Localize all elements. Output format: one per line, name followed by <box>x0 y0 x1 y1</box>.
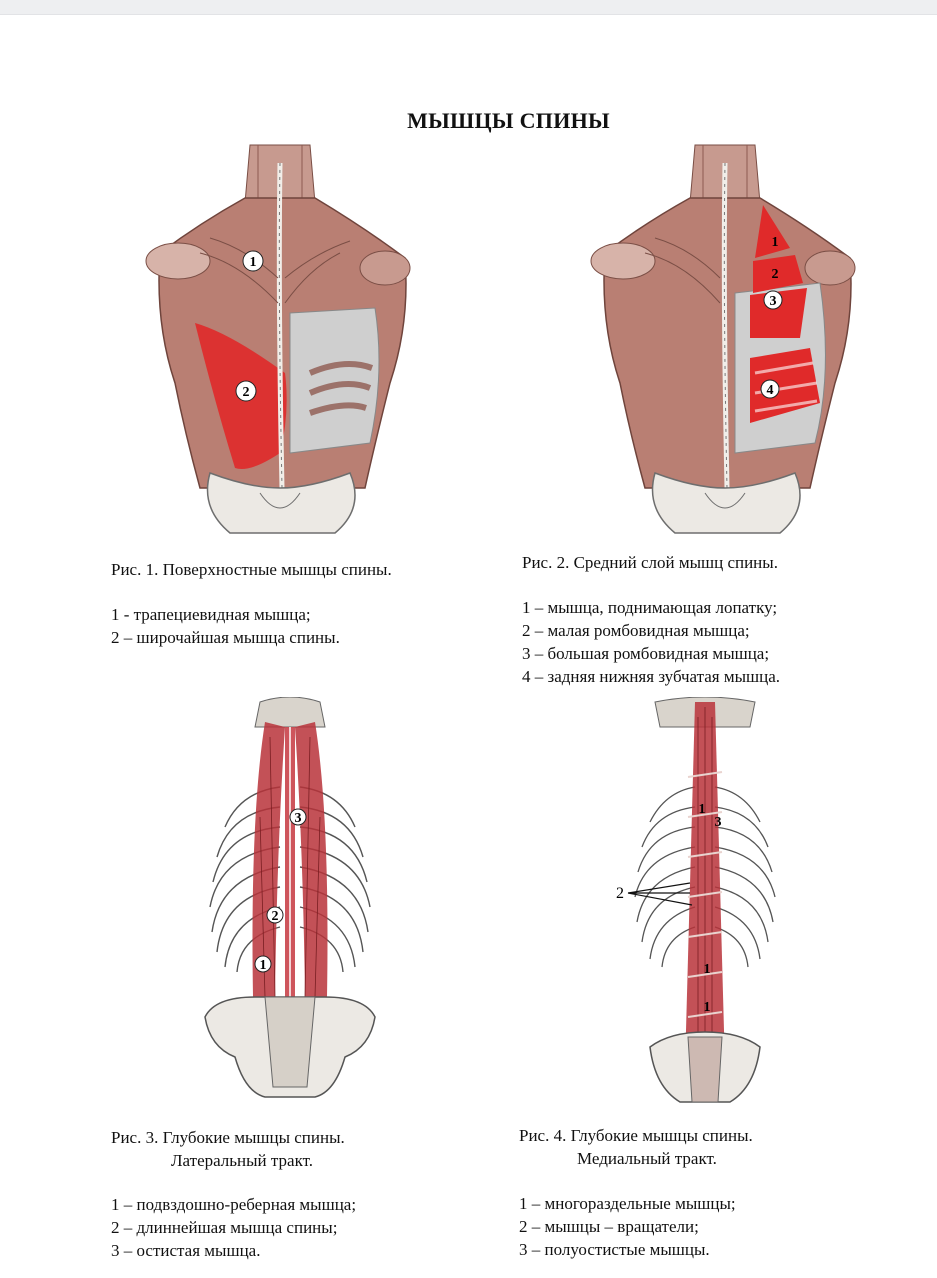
fig2-legend-item: 4 – задняя нижняя зубчатая мышца. <box>522 667 781 686</box>
fig3-legend-item: 2 – длиннейшая мышца спины; <box>111 1218 338 1237</box>
fig4-label-3: 3 <box>715 815 722 830</box>
figure-2-middle-layer-back-muscles: 1 2 3 4 <box>585 143 865 543</box>
fig4-caption: Рис. 4. Глубокие мышцы спины. Медиальный… <box>519 1124 753 1170</box>
fig1-caption: Рис. 1. Поверхностные мышцы спины. <box>111 560 392 579</box>
fig3-caption-line1: Рис. 3. Глубокие мышцы спины. <box>111 1128 345 1147</box>
fig4-caption-line1: Рис. 4. Глубокие мышцы спины. <box>519 1126 753 1145</box>
fig2-legend-item: 3 – большая ромбовидная мышца; <box>522 644 770 663</box>
fig4-label-1: 1 <box>699 802 706 817</box>
page-title: МЫШЦЫ СПИНЫ <box>407 108 610 133</box>
fig2-label-2: 2 <box>772 267 779 282</box>
fig3-legend-item: 1 – подвздошно-реберная мышца; <box>111 1195 357 1214</box>
figure-3-deep-lateral-tract: 3 2 1 <box>195 697 385 1107</box>
fig2-label-1: 1 <box>772 235 779 250</box>
fig1-legend: 1 - трапециевидная мышца; 2 – широчайшая… <box>111 603 340 649</box>
fig2-label-4: 4 <box>767 383 774 398</box>
figure-1-superficial-back-muscles: 1 2 <box>140 143 420 543</box>
fig3-label-2: 2 <box>272 909 279 924</box>
fig3-caption-line2: Латеральный тракт. <box>171 1151 314 1170</box>
fig3-label-1: 1 <box>260 958 267 973</box>
fig4-label-1b: 1 <box>704 962 711 977</box>
fig1-legend-item: 1 - трапециевидная мышца; <box>111 605 311 624</box>
fig3-legend: 1 – подвздошно-реберная мышца; 2 – длинн… <box>111 1193 356 1262</box>
fig1-label-1: 1 <box>250 255 257 270</box>
fig4-legend-item: 3 – полуостистые мышцы. <box>519 1240 710 1259</box>
fig4-legend: 1 – многораздельные мышцы; 2 – мышцы – в… <box>519 1192 736 1261</box>
fig3-label-3: 3 <box>295 811 302 826</box>
fig4-caption-line2: Медиальный тракт. <box>577 1149 717 1168</box>
viewer-top-bar <box>0 0 937 15</box>
fig2-legend-item: 2 – малая ромбовидная мышца; <box>522 621 750 640</box>
fig2-label-3: 3 <box>770 294 777 309</box>
fig3-legend-item: 3 – остистая мышца. <box>111 1241 261 1260</box>
fig2-legend: 1 – мышца, поднимающая лопатку; 2 – мала… <box>522 596 780 688</box>
fig4-label-1c: 1 <box>704 1000 711 1015</box>
fig1-label-2: 2 <box>243 385 250 400</box>
fig2-legend-item: 1 – мышца, поднимающая лопатку; <box>522 598 778 617</box>
fig2-caption: Рис. 2. Средний слой мышц спины. <box>522 553 778 572</box>
fig4-legend-item: 2 – мышцы – вращатели; <box>519 1217 699 1236</box>
fig4-legend-item: 1 – многораздельные мышцы; <box>519 1194 736 1213</box>
fig4-label-2: 2 <box>616 885 624 902</box>
fig1-legend-item: 2 – широчайшая мышца спины. <box>111 628 340 647</box>
fig3-caption: Рис. 3. Глубокие мышцы спины. Латеральны… <box>111 1126 345 1172</box>
figure-4-deep-medial-tract: 1 3 2 1 1 <box>610 697 800 1107</box>
